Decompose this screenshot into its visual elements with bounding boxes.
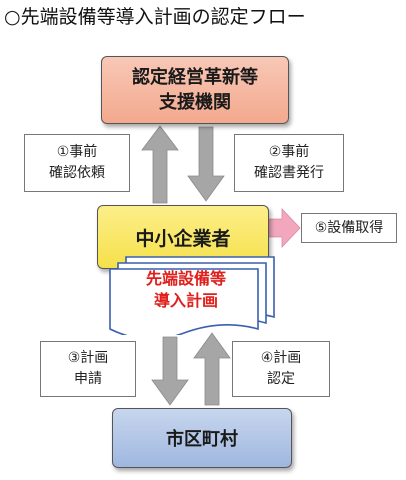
step4-label: ④計画 認定	[232, 341, 330, 397]
arrow-right-step5	[267, 207, 301, 249]
plan-doc-line2: 導入計画	[153, 291, 218, 310]
plan-document-stack	[109, 256, 275, 335]
support-org-line1: 認定経営革新等	[132, 67, 258, 88]
page-title: ○先端設備等導入計画の認定フロー	[4, 6, 306, 28]
step3-label: ③計画 申請	[40, 341, 136, 397]
step5-label: ⑤設備取得	[301, 213, 397, 243]
step2-line1: ②事前	[268, 144, 310, 160]
plan-document-text: 先端設備等 導入計画	[108, 268, 264, 312]
step2-label: ②事前 確認書発行	[234, 134, 344, 192]
step2-line2: 確認書発行	[254, 165, 324, 181]
step4-line1: ④計画	[260, 350, 302, 366]
municipality-label: 市区町村	[166, 429, 238, 450]
support-org-box: 認定経営革新等 支援機関	[101, 56, 289, 124]
support-org-line2: 支援機関	[159, 92, 231, 113]
plan-doc-line1: 先端設備等	[145, 269, 226, 288]
municipality-box: 市区町村	[112, 408, 292, 468]
step5-text: ⑤設備取得	[314, 219, 384, 236]
arrow-down-step2	[187, 126, 225, 202]
step3-line2: 申請	[74, 371, 102, 387]
step1-line1: ①事前	[56, 144, 98, 160]
arrow-up-step1	[141, 125, 179, 204]
arrow-up-step4	[193, 332, 231, 406]
step1-label: ①事前 確認依頼	[24, 134, 130, 192]
step1-line2: 確認依頼	[49, 165, 105, 181]
doc-sheet-front	[109, 268, 259, 335]
step3-line1: ③計画	[67, 350, 109, 366]
sme-label: 中小企業者	[135, 227, 231, 250]
arrow-down-step3	[151, 336, 189, 406]
step4-line2: 認定	[267, 371, 295, 387]
